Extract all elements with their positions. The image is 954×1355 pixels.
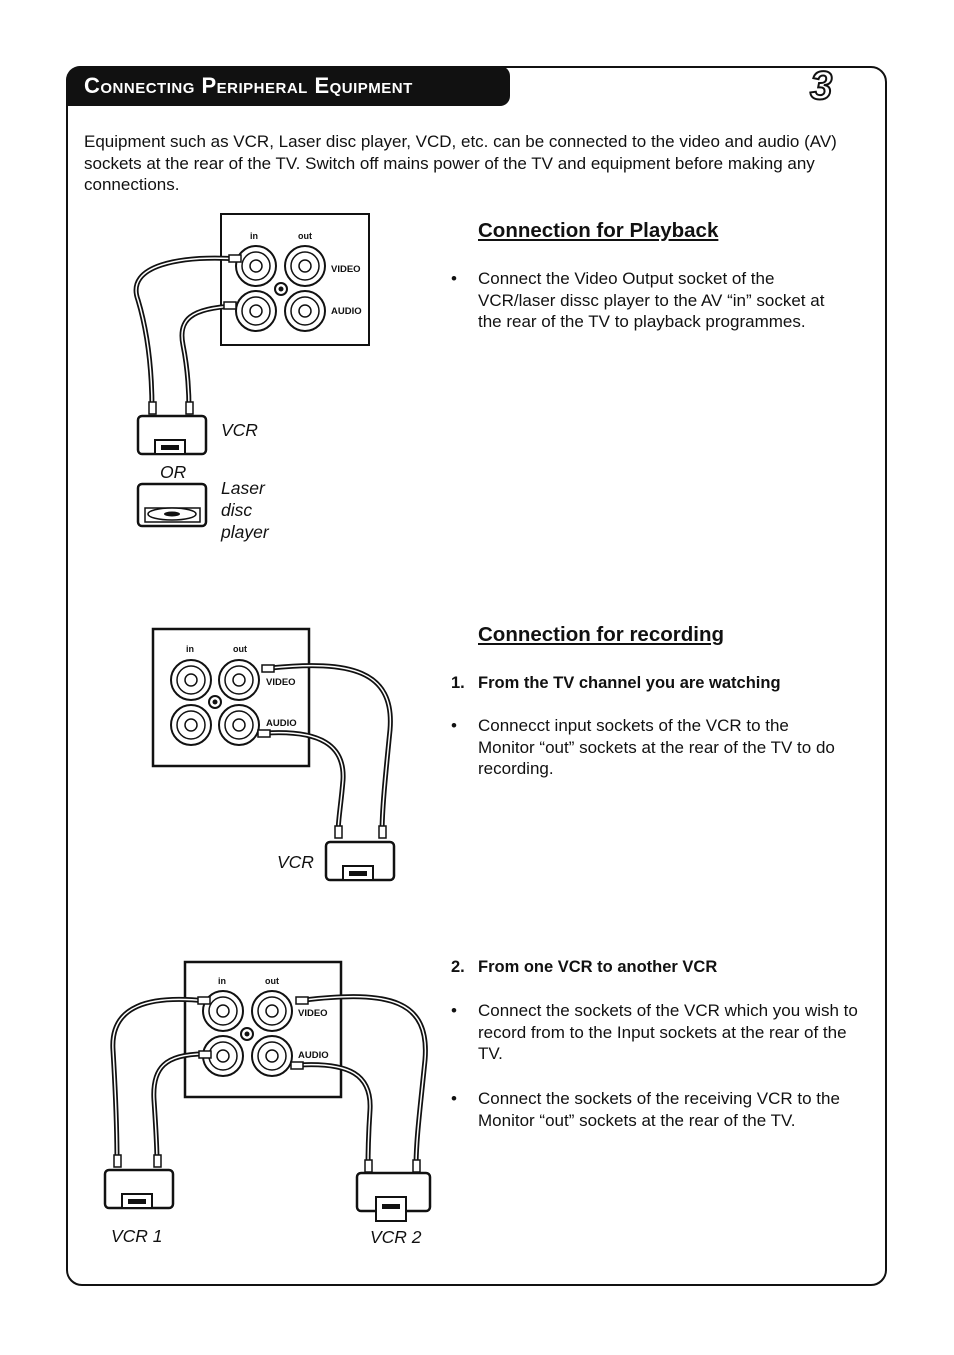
audio-out-socket — [251, 1035, 293, 1077]
video-out-socket — [251, 990, 293, 1032]
video-label: VIDEO — [298, 1008, 328, 1019]
vcr1-device — [103, 1168, 175, 1210]
video-label: VIDEO — [331, 264, 361, 275]
step2-title: From one VCR to another VCR — [478, 958, 718, 976]
vcr1-label: VCR 1 — [111, 1226, 163, 1246]
video-out-socket — [284, 245, 326, 287]
vcr2-label: VCR 2 — [370, 1227, 422, 1247]
recording-diagram-1: in out VIDEO AUDIO — [151, 627, 396, 882]
recording-heading: Connection for recording — [478, 623, 724, 646]
in-label: in — [218, 976, 226, 986]
step2-bullet1-text: Connect the sockets of the VCR which you… — [478, 1001, 858, 1063]
bullet: • — [451, 1001, 457, 1020]
vcr-device — [324, 840, 396, 882]
out-label: out — [233, 644, 247, 654]
in-label: in — [186, 644, 194, 654]
step2-bullet2-text: Connect the sockets of the receiving VCR… — [478, 1089, 840, 1130]
step1-bullet-text: Connecct input sockets of the VCR to the… — [478, 716, 835, 778]
page-title: Connecting Peripheral Equipment — [84, 73, 413, 98]
step2-number: 2. — [451, 958, 465, 976]
playback-bullet-text: Connect the Video Output socket of the V… — [478, 269, 825, 331]
or-label: OR — [160, 462, 187, 482]
video-in-socket — [235, 245, 277, 287]
video-label: VIDEO — [266, 677, 296, 688]
playback-heading: Connection for Playback — [478, 219, 719, 242]
video-out-socket — [218, 659, 260, 701]
bullet: • — [451, 269, 457, 288]
video-in-socket — [170, 659, 212, 701]
recording-vcr-label: VCR — [277, 852, 314, 872]
audio-out-socket — [284, 290, 326, 332]
audio-label: AUDIO — [266, 718, 297, 729]
step1-title: From the TV channel you are watching — [478, 674, 781, 692]
in-label: in — [250, 231, 258, 241]
audio-label: AUDIO — [298, 1050, 329, 1061]
audio-label: AUDIO — [331, 306, 362, 317]
out-label: out — [298, 231, 312, 241]
out-label: out — [265, 976, 279, 986]
audio-out-socket — [218, 704, 260, 746]
audio-in-socket — [170, 704, 212, 746]
section-title-bar: Connecting Peripheral Equipment — [66, 66, 510, 106]
intro-paragraph: Equipment such as VCR, Laser disc player… — [84, 132, 837, 194]
vcr2-device — [355, 1171, 432, 1222]
laser-disc-label: Laser disc player — [221, 478, 269, 542]
audio-in-socket — [235, 290, 277, 332]
page-number: 3 — [809, 63, 833, 109]
step1-number: 1. — [451, 674, 465, 692]
playback-diagram: in out VIDEO AUDIO — [133, 213, 370, 528]
laser-disc-player — [136, 482, 208, 528]
bullet: • — [451, 1089, 457, 1108]
vcr-label: VCR — [221, 420, 258, 440]
recording-diagram-2: in out VIDEO AUDIO — [103, 960, 432, 1222]
vcr-device — [136, 414, 208, 456]
bullet: • — [451, 716, 457, 735]
